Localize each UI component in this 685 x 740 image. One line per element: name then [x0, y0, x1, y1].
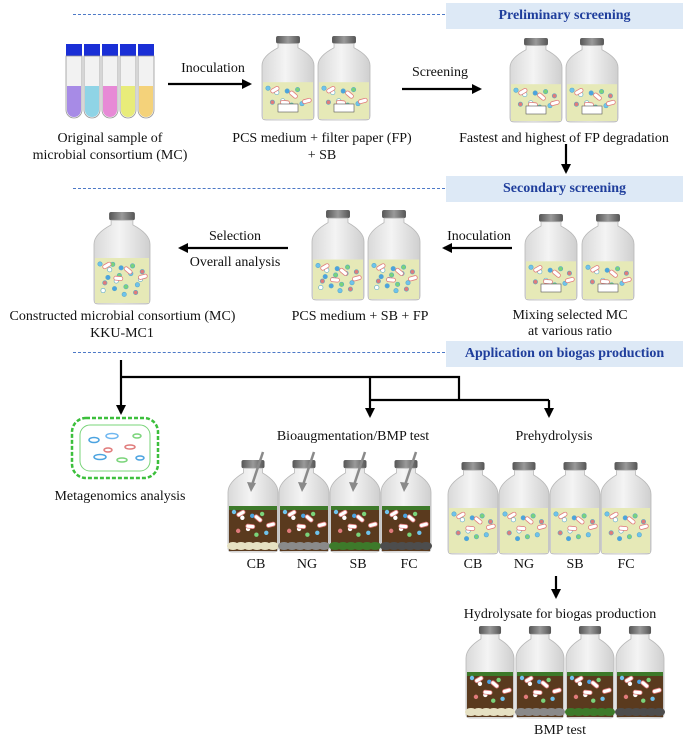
constructed-label: Constructed microbial consortium (MC) — [9, 309, 236, 324]
bottle-bmp-icon — [465, 626, 515, 719]
metagenomics-label: Metagenomics analysis — [54, 489, 186, 504]
stage-divider-1 — [73, 14, 445, 15]
pcs-fp-label: PCS medium + filter paper (FP) — [232, 131, 412, 146]
substrate-label: CB — [246, 557, 266, 572]
flow-arrows — [116, 79, 571, 599]
test-tube — [65, 44, 83, 119]
stage-header-preliminary: Preliminary screening — [446, 3, 683, 29]
bottle-prehydrolysis-icon — [498, 462, 550, 555]
bottle-bmp-icon — [565, 626, 615, 719]
pcs-fp-label-2: + SB — [307, 148, 337, 163]
substrate-label: SB — [349, 557, 367, 572]
arrow-label-selection: Selection — [208, 229, 262, 244]
bottle-screened-icon — [509, 38, 563, 123]
bottle-bioaug-icon — [329, 451, 381, 553]
bmp-test-label: BMP test — [534, 723, 586, 738]
bottle-prehydrolysis-icon — [600, 462, 652, 555]
bottle-prehydrolysis-icon — [549, 462, 601, 555]
mixing-label-2: at various ratio — [528, 324, 612, 339]
hydrolysate-label: Hydrolysate for biogas production — [463, 607, 657, 622]
substrate-label: NG — [296, 557, 318, 572]
bottle-pcs-fp-icon — [261, 36, 315, 121]
bottle-pcs-sb-fp-icon — [367, 210, 421, 301]
test-tubes — [65, 44, 155, 119]
bottle-mixed-mc-icon — [581, 214, 635, 301]
stage-divider-2 — [73, 188, 445, 189]
original-sample-label: Original sample of — [57, 131, 163, 146]
substrate-label: NG — [513, 557, 535, 572]
bottle-bioaug-icon — [380, 451, 432, 553]
branch-line — [121, 375, 461, 400]
bottle-bmp-icon — [515, 626, 565, 719]
mixing-label: Mixing selected MC — [512, 308, 628, 323]
arrow-label-inoculation-2: Inoculation — [447, 229, 511, 244]
substrate-label: FC — [400, 557, 418, 572]
fastest-label: Fastest and highest of FP degradation — [459, 131, 669, 146]
substrate-label: CB — [463, 557, 483, 572]
substrate-label: SB — [566, 557, 584, 572]
petri-dish — [70, 416, 160, 480]
test-tube — [101, 44, 119, 119]
bottle-prehydrolysis-icon — [447, 462, 499, 555]
original-sample-label-2: microbial consortium (MC) — [32, 148, 188, 163]
constructed-label-2: KKU-MC1 — [90, 326, 154, 341]
arrow-label-inoculation-1: Inoculation — [181, 61, 245, 76]
bottle-bioaug-icon — [227, 451, 279, 553]
stage-divider-3 — [73, 352, 445, 353]
substrate-label: FC — [617, 557, 635, 572]
test-tube — [137, 44, 155, 119]
bottle-bioaug-icon — [278, 451, 330, 553]
pcs-sb-fp-label: PCS medium + SB + FP — [291, 309, 429, 324]
stage-header-secondary: Secondary screening — [446, 176, 683, 202]
bottle-kku-mc1-icon — [93, 212, 151, 305]
bottle-screened-icon — [565, 38, 619, 123]
test-tube — [83, 44, 101, 119]
stage-header-application: Application on biogas production — [446, 341, 683, 367]
test-tube — [119, 44, 137, 119]
bioaug-label: Bioaugmentation/BMP test — [276, 429, 430, 444]
bottle-pcs-fp-icon — [317, 36, 371, 121]
prehydrolysis-label: Prehydrolysis — [515, 429, 593, 444]
bottle-bmp-icon — [615, 626, 665, 719]
arrow-label-overall: Overall analysis — [189, 255, 281, 270]
bottle-pcs-sb-fp-icon — [311, 210, 365, 301]
bottle-mixed-mc-icon — [524, 214, 578, 301]
arrow-label-screening: Screening — [412, 65, 468, 80]
